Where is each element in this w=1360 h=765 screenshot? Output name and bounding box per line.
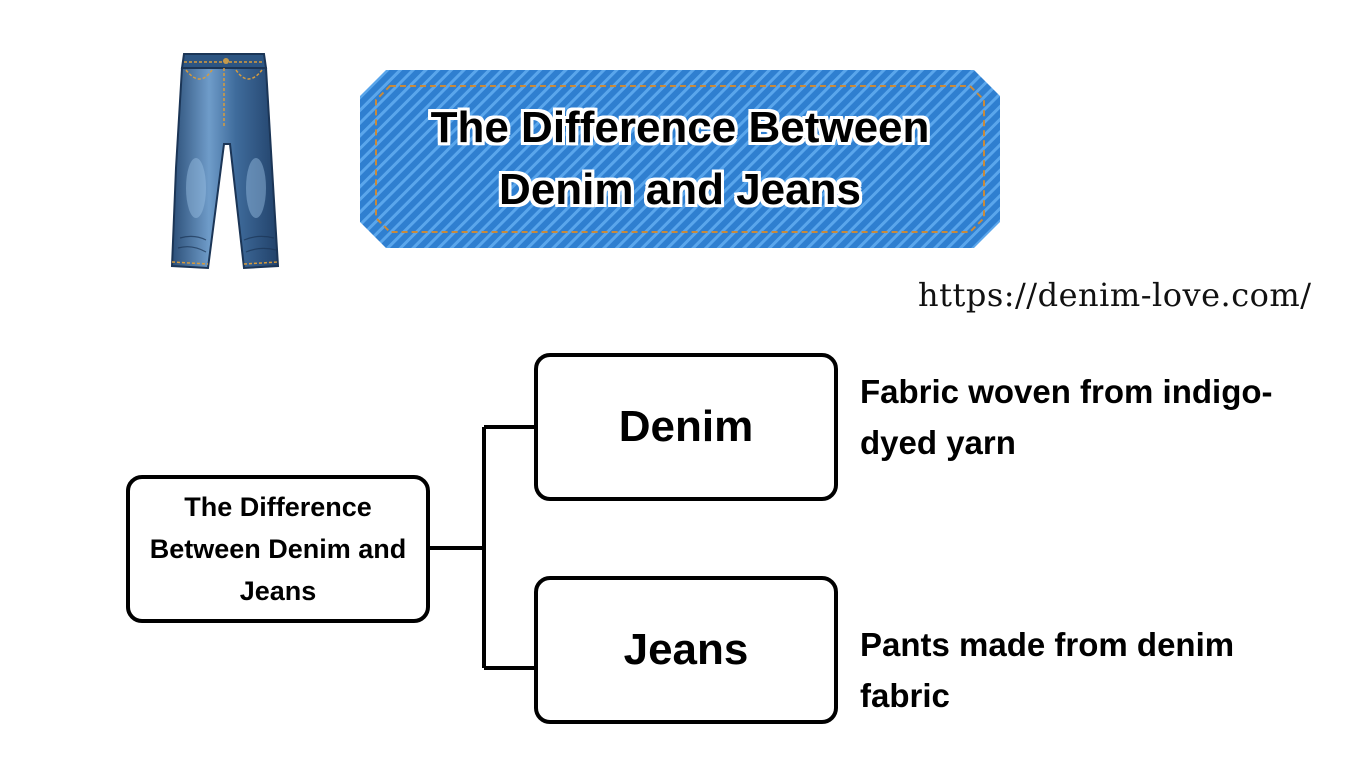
site-url: https://denim-love.com/ — [918, 276, 1312, 314]
root-node-label: The Difference Between Denim and Jeans — [149, 492, 407, 606]
denim-node: Denim — [534, 353, 838, 501]
banner-title-line-1: The Difference Between — [430, 103, 930, 152]
jeans-description: Pants made from denim fabric — [860, 626, 1235, 714]
banner-title-line-2: Denim and Jeans — [499, 165, 861, 214]
jeans-illustration-icon — [170, 53, 280, 270]
denim-patch-background — [360, 70, 1000, 248]
banner-title: The Difference Between Denim and Jeans — [360, 70, 1000, 248]
jeans-node: Jeans — [534, 576, 838, 724]
denim-node-label: Denim — [618, 402, 754, 451]
jeans-node-label: Jeans — [623, 625, 749, 674]
denim-description: Fabric woven from indigo-dyed yarn — [860, 373, 1273, 461]
root-node: The Difference Between Denim and Jeans — [126, 475, 430, 623]
title-banner: The Difference Between Denim and Jeans — [360, 70, 1000, 248]
